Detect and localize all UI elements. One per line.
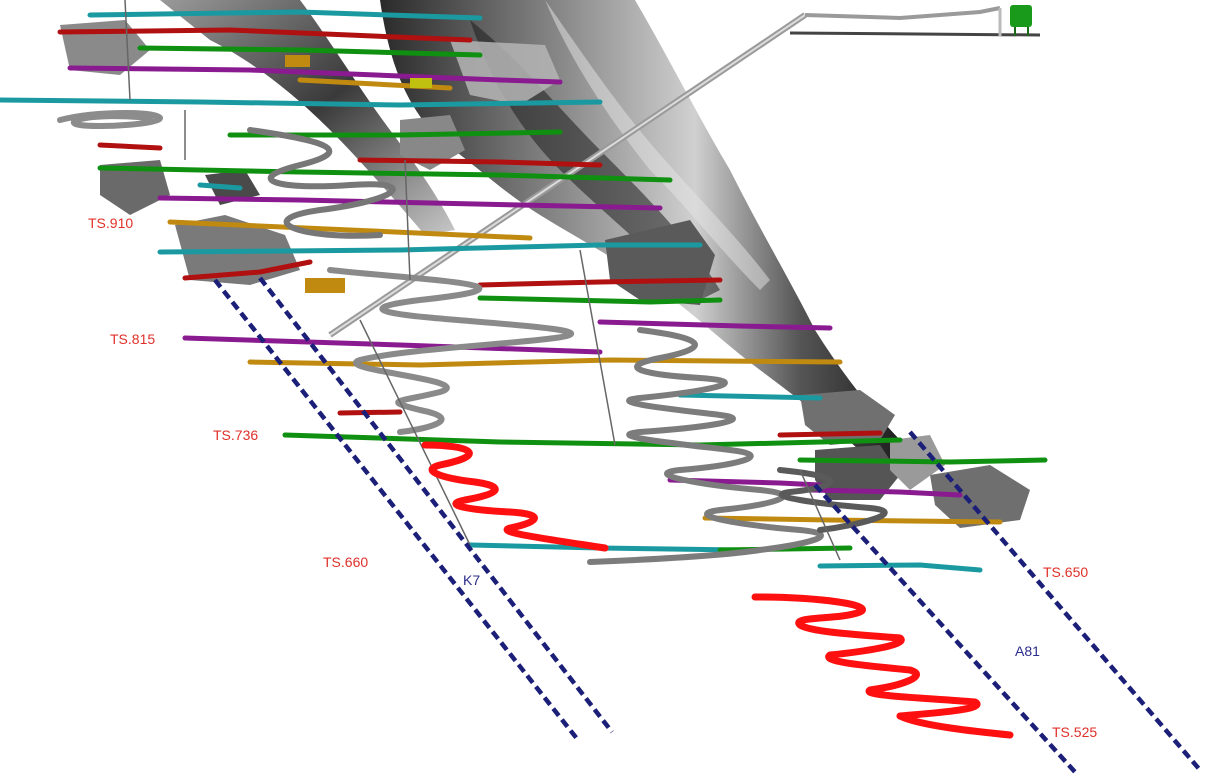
level-label-ts736: TS.736: [213, 427, 259, 443]
drive-gold-3: [247, 357, 843, 368]
drive-teal-1: [87, 9, 483, 21]
drive-red-4: [182, 259, 313, 281]
planned-ramps: [421, 441, 1014, 739]
drive-teal-4: [157, 242, 703, 255]
drive-teal-5: [677, 392, 823, 401]
drive-green-3: [97, 165, 673, 183]
level-label-ts650: TS.650: [1043, 564, 1089, 580]
headframe-icon: [998, 5, 1032, 36]
level-label-ts815: TS.815: [110, 331, 156, 347]
ramp-centre: [327, 267, 574, 435]
drive-gold-4: [702, 515, 1003, 525]
drive-purple-1: [67, 65, 563, 85]
ramp-right: [587, 327, 824, 565]
ramp-upper-centre: [247, 127, 396, 239]
drive-green-4: [477, 295, 723, 305]
drive-red-7: [777, 430, 883, 438]
drive-green-1: [137, 45, 483, 58]
decline-a81-left: [813, 483, 1077, 774]
drive-teal-3: [197, 182, 243, 191]
decline-k7-right: [258, 276, 614, 734]
drive-purple-2: [157, 195, 663, 211]
drive-red-6: [337, 409, 403, 416]
shaft-lines: [124, 0, 841, 561]
ramp-upper-left: [57, 110, 163, 129]
level-label-ts910: TS.910: [88, 215, 134, 231]
gold-shaft-details: [285, 55, 432, 293]
existing-ramps: [57, 110, 888, 565]
drive-green-5: [282, 432, 903, 448]
drive-red-2: [97, 142, 163, 151]
drive-purple-4: [182, 335, 603, 355]
level-label-ts660: TS.660: [323, 554, 369, 570]
decline-a81-right: [908, 430, 1202, 772]
drive-purple-3: [597, 319, 833, 331]
drive-gold-2: [167, 219, 533, 241]
planned-ramp-a81: [751, 593, 1014, 739]
drive-red-1: [57, 27, 473, 43]
drive-green-6: [797, 457, 1048, 465]
decline-lines: [213, 276, 1202, 774]
drive-teal-2: [0, 97, 603, 108]
drive-teal-7: [817, 562, 983, 573]
decline-label-a81: A81: [1015, 643, 1040, 659]
drive-red-5: [477, 277, 723, 288]
planned-ramp-k7: [421, 441, 609, 552]
drive-purple-6: [807, 487, 963, 498]
ramp-right-lower: [777, 467, 888, 533]
level-drives: [0, 9, 1048, 573]
decline-label-k7: K7: [463, 572, 481, 588]
level-label-ts525: TS.525: [1052, 724, 1098, 740]
drive-red-3: [357, 157, 603, 168]
